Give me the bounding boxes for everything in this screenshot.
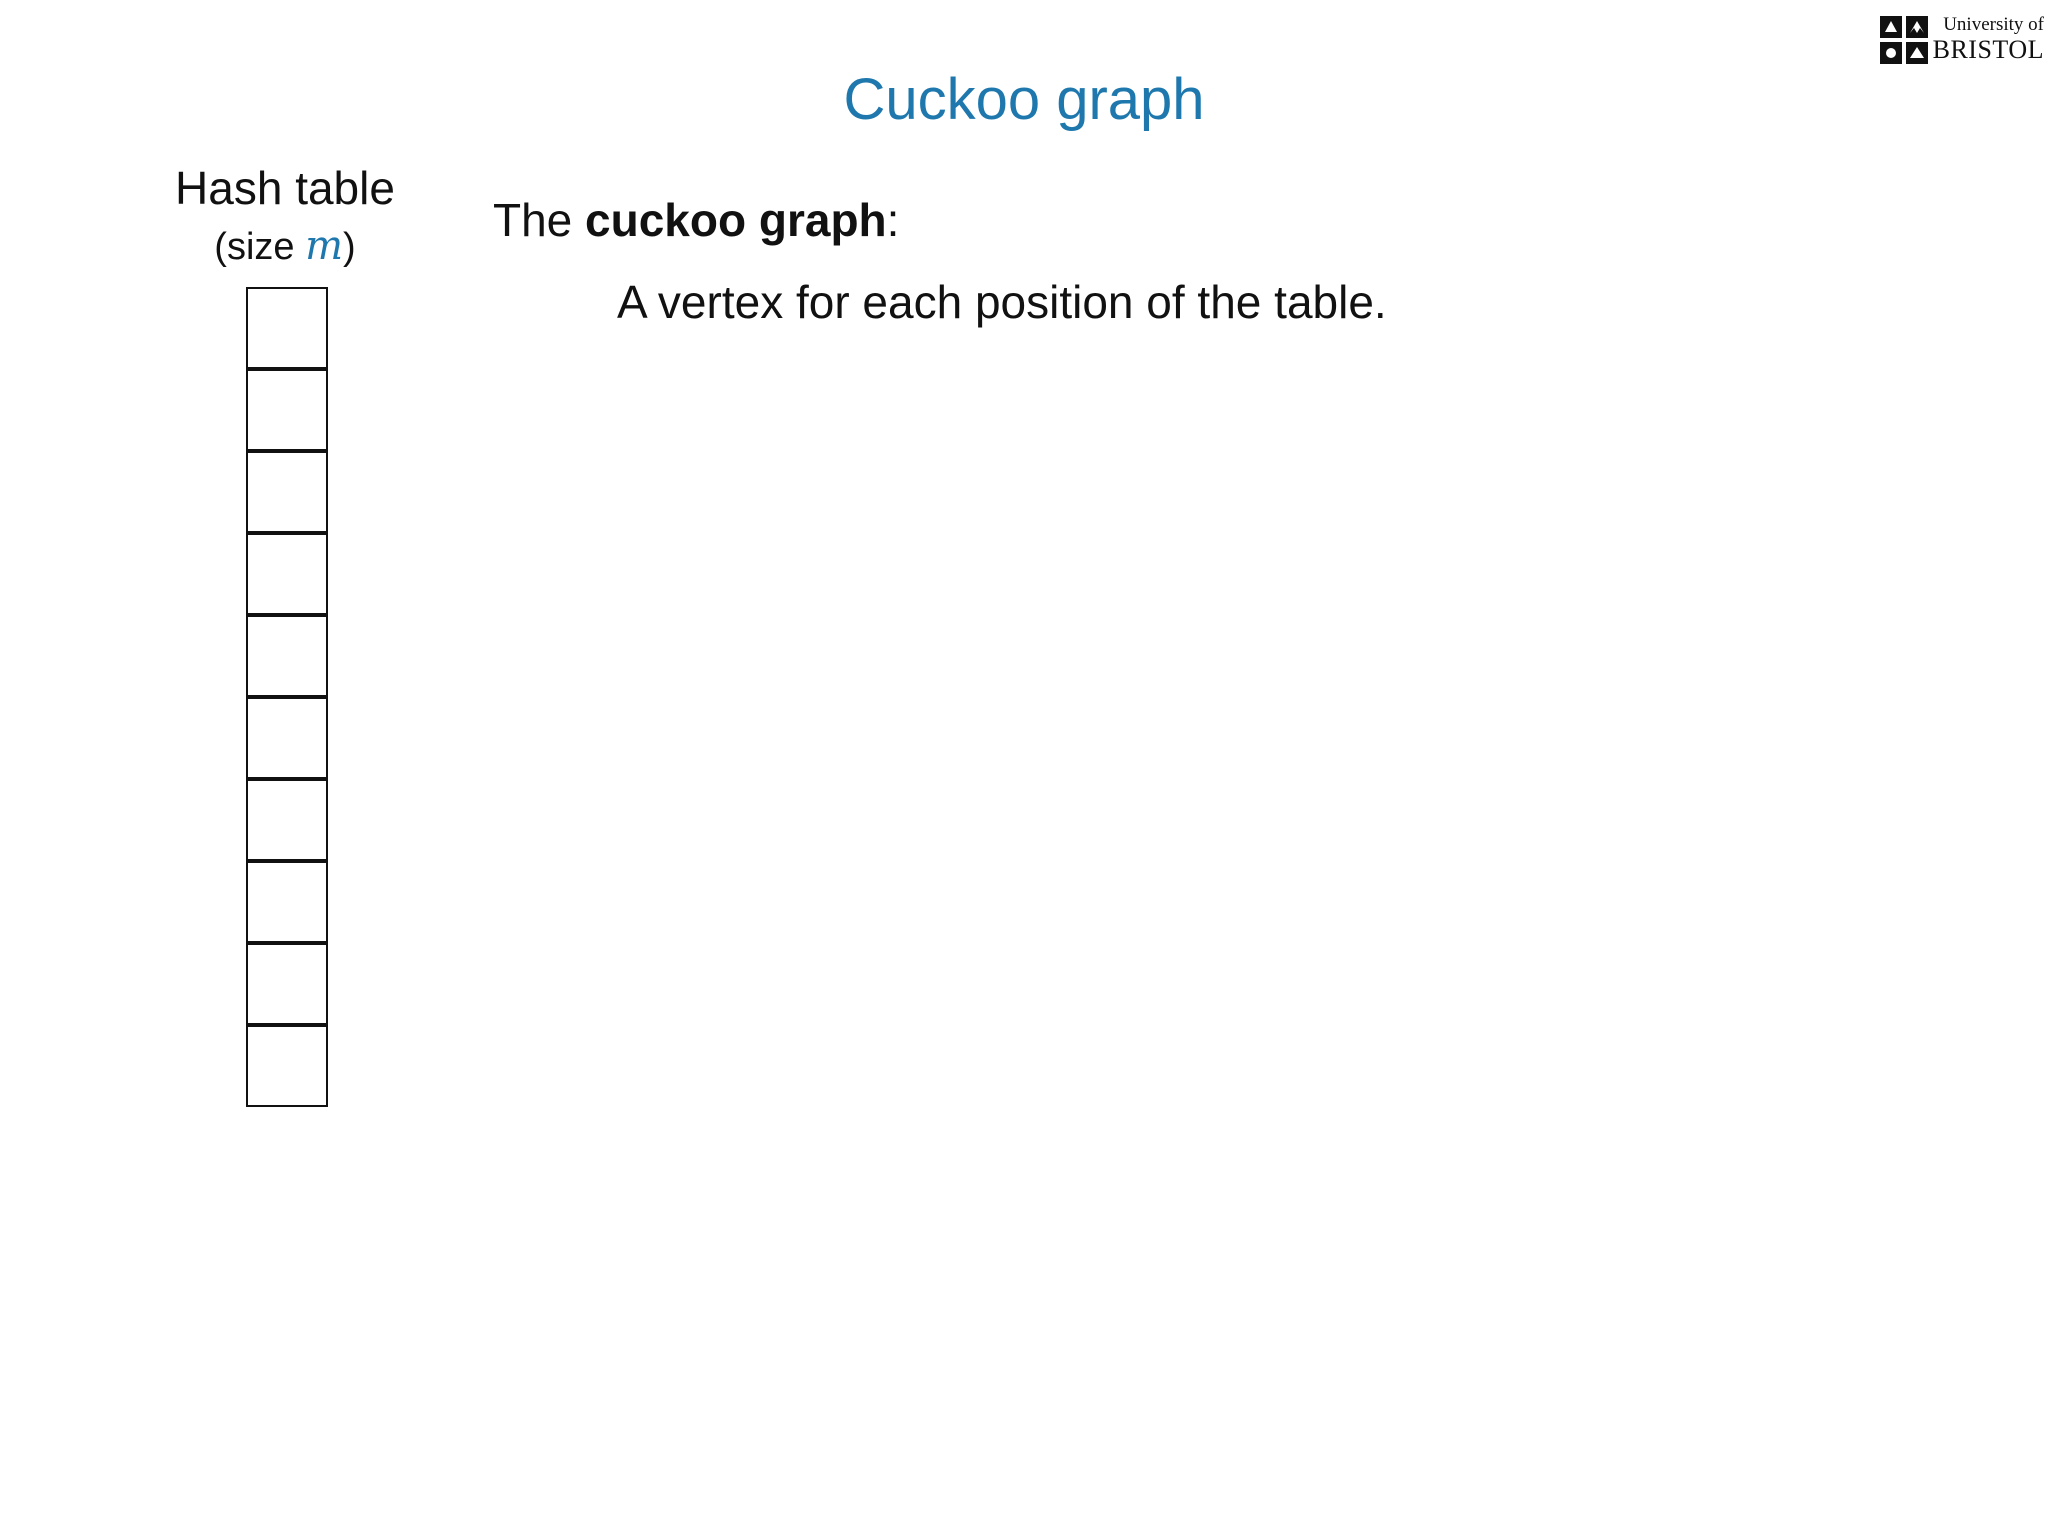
vertex-description: A vertex for each position of the table. [617,276,1387,328]
logo-text: University of BRISTOL [1932,14,2044,64]
hash-table-cell [246,369,328,451]
university-logo: University of BRISTOL [1880,14,2044,64]
logo-text-line2: BRISTOL [1932,35,2044,64]
size-variable: m [305,223,344,269]
hash-table-cell [246,615,328,697]
hash-table-cell [246,861,328,943]
hash-table-cell [246,533,328,615]
hash-table-cell [246,943,328,1025]
hash-table-cell [246,1025,328,1107]
hash-table-heading: Hash table [175,162,395,214]
hash-table [246,287,328,1109]
slide-title: Cuckoo graph [843,67,1205,132]
hash-table-cell [246,287,328,369]
intro-suffix: : [886,194,900,246]
cuckoo-graph-intro: The cuckoo graph: [493,190,899,250]
hash-table-cell [246,779,328,861]
hash-table-cell [246,451,328,533]
hash-table-cell [246,697,328,779]
size-prefix: (size [214,226,306,268]
intro-term: cuckoo graph [585,194,887,246]
intro-prefix: The [493,194,586,246]
logo-text-line1: University of [1943,14,2044,35]
crest-icon [1880,16,1928,64]
size-suffix: ) [343,226,356,268]
hash-table-size-label: (size m) [150,220,420,273]
